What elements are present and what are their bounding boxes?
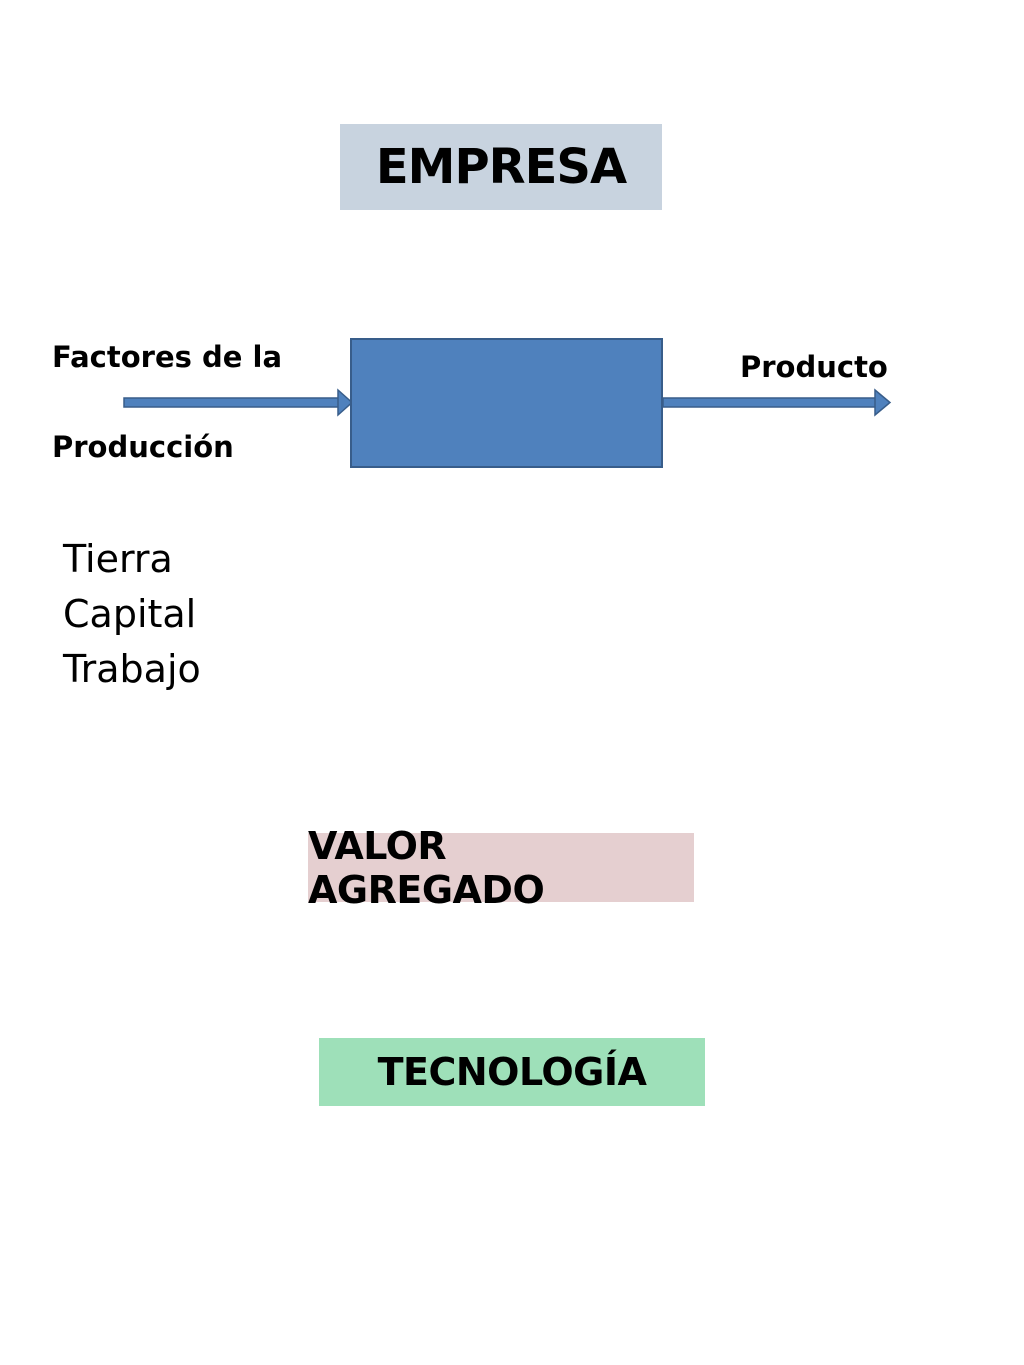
factor-item: Trabajo <box>63 647 201 691</box>
tecnologia-box: TECNOLOGÍA <box>319 1038 705 1106</box>
production-factors-list: Tierra Capital Trabajo <box>63 532 201 697</box>
process-box <box>350 338 663 468</box>
output-label: Producto <box>740 350 888 384</box>
factor-item: Tierra <box>63 537 173 581</box>
empresa-title: EMPRESA <box>340 124 662 210</box>
valor-agregado-box: VALOR AGREGADO <box>308 824 694 912</box>
output-arrow <box>662 388 892 417</box>
input-label-line2: Producción <box>52 430 234 464</box>
input-arrow <box>123 388 354 417</box>
factor-item: Capital <box>63 592 197 636</box>
input-label-line1: Factores de la <box>52 340 283 374</box>
